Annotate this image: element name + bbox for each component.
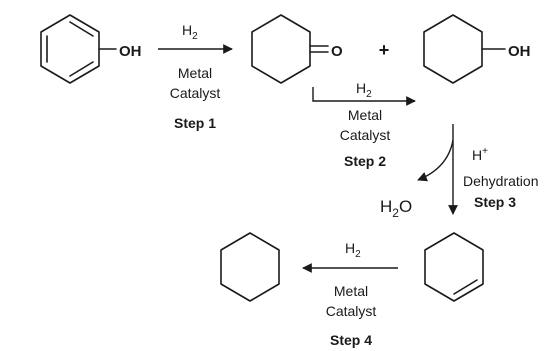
step4-catalyst-line1: Metal [334, 283, 368, 299]
plus-sign: + [379, 40, 390, 60]
step3-label: Step 3 [474, 194, 516, 210]
step2-catalyst-line1: Metal [348, 107, 382, 123]
step2-arrow-group: H2 Metal Catalyst Step 2 [312, 80, 416, 169]
step1-arrow-group: H2 Metal Catalyst Step 1 [158, 22, 233, 131]
step2-catalyst-line2: Catalyst [340, 127, 391, 143]
cyclohexanone-o-label: O [331, 43, 343, 60]
step4-catalyst-line2: Catalyst [326, 303, 377, 319]
cyclohexene-molecule [424, 232, 484, 302]
cyclohexanol-molecule: OH [423, 14, 531, 84]
cyclohexane-molecule [220, 232, 280, 302]
step1-label: Step 1 [174, 115, 216, 131]
step4-arrow-group: H2 Metal Catalyst Step 4 [302, 240, 398, 348]
step3-condition: Dehydration [463, 173, 539, 189]
cyclohexanol-oh-label: OH [508, 43, 531, 60]
step4-reagent: H2 [345, 240, 361, 260]
step1-catalyst-line2: Catalyst [170, 85, 221, 101]
water-byproduct: H2O [380, 197, 412, 220]
step1-reagent: H2 [182, 22, 198, 42]
water-elimination-arrow [417, 139, 454, 182]
cyclohexanone-molecule: O [251, 14, 343, 84]
step2-label: Step 2 [344, 153, 386, 169]
phenol-molecule: OH [40, 14, 142, 84]
step4-label: Step 4 [330, 332, 372, 348]
step2-reagent: H2 [356, 80, 372, 100]
phenol-oh-label: OH [119, 43, 142, 60]
step3-arrow-group: H+ Dehydration Step 3 H2O [380, 124, 539, 220]
step1-catalyst-line1: Metal [178, 65, 212, 81]
step2-arrow [312, 87, 416, 106]
step3-reagent: H+ [472, 146, 488, 163]
